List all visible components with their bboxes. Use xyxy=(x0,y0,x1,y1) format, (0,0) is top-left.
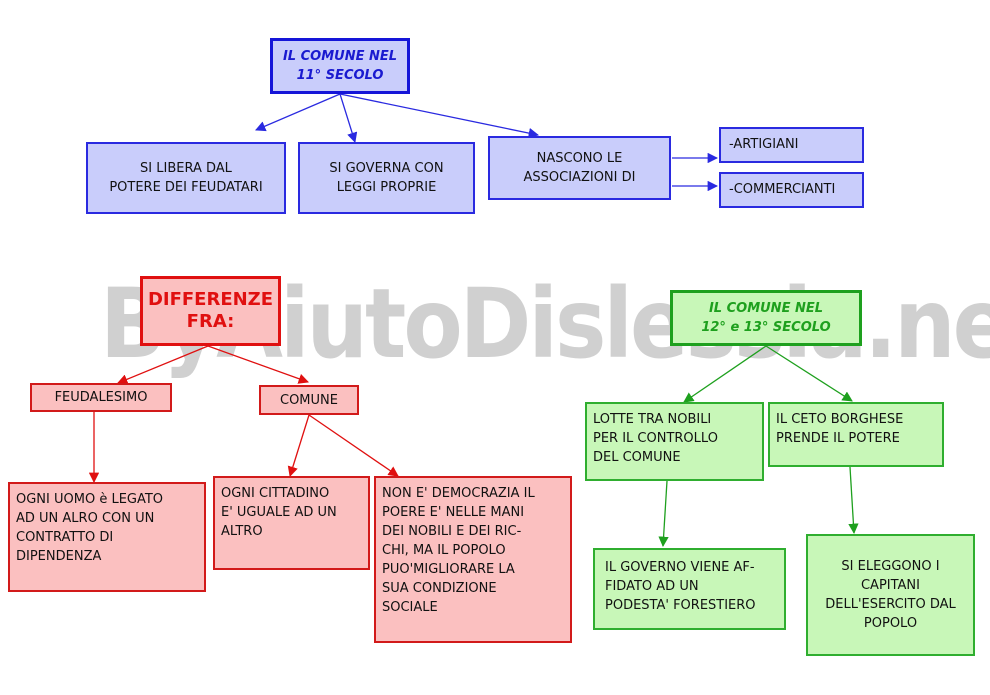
node-artigiani: -ARTIGIANI xyxy=(719,127,864,163)
arrow-root-to-b2 xyxy=(339,93,358,143)
arrow-root-to-feud xyxy=(117,345,209,385)
arrow-g2-to-g4 xyxy=(848,466,859,535)
node-non-democrazia: NON E' DEMOCRAZIA IL POERE E' NELLE MANI… xyxy=(374,476,572,643)
node-feudalesimo: FEUDALESIMO xyxy=(30,383,172,412)
arrow-root-to-comune xyxy=(207,345,309,384)
node-libera-feudatari: SI LIBERA DAL POTERE DEI FEUDATARI xyxy=(86,142,286,214)
node-associazioni: NASCONO LE ASSOCIAZIONI DI xyxy=(488,136,671,200)
node-ogni-uomo-legato: OGNI UOMO è LEGATO AD UN ALRO CON UN CON… xyxy=(8,482,206,592)
arrow-comune-to-c2 xyxy=(287,414,310,477)
node-ogni-cittadino-uguale: OGNI CITTADINO E' UGUALE AD UN ALTRO xyxy=(213,476,370,570)
node-leggi-proprie: SI GOVERNA CON LEGGI PROPRIE xyxy=(298,142,475,214)
node-commercianti: -COMMERCIANTI xyxy=(719,172,864,208)
node-comune: COMUNE xyxy=(259,385,359,415)
node-capitani-esercito: SI ELEGGONO I CAPITANI DELL'ESERCITO DAL… xyxy=(806,534,975,656)
node-comune-12-13-secolo: IL COMUNE NEL 12° e 13° SECOLO xyxy=(670,290,862,346)
arrow-root-to-b1 xyxy=(255,93,341,132)
node-ceto-borghese: IL CETO BORGHESE PRENDE IL POTERE xyxy=(768,402,944,467)
arrow-g1-to-g3 xyxy=(658,480,669,548)
node-lotte-nobili: LOTTE TRA NOBILI PER IL CONTROLLO DEL CO… xyxy=(585,402,764,481)
arrow-comune-to-c3 xyxy=(308,414,399,477)
node-comune-11-secolo: IL COMUNE NEL 11° SECOLO xyxy=(270,38,410,94)
arrow-root-to-g1 xyxy=(683,345,767,403)
arrow-root-to-g2 xyxy=(765,345,853,402)
node-differenze-fra: DIFFERENZE FRA: xyxy=(140,276,281,346)
node-governo-podesta: IL GOVERNO VIENE AF- FIDATO AD UN PODEST… xyxy=(593,548,786,630)
arrow-root-to-b3 xyxy=(339,93,540,139)
